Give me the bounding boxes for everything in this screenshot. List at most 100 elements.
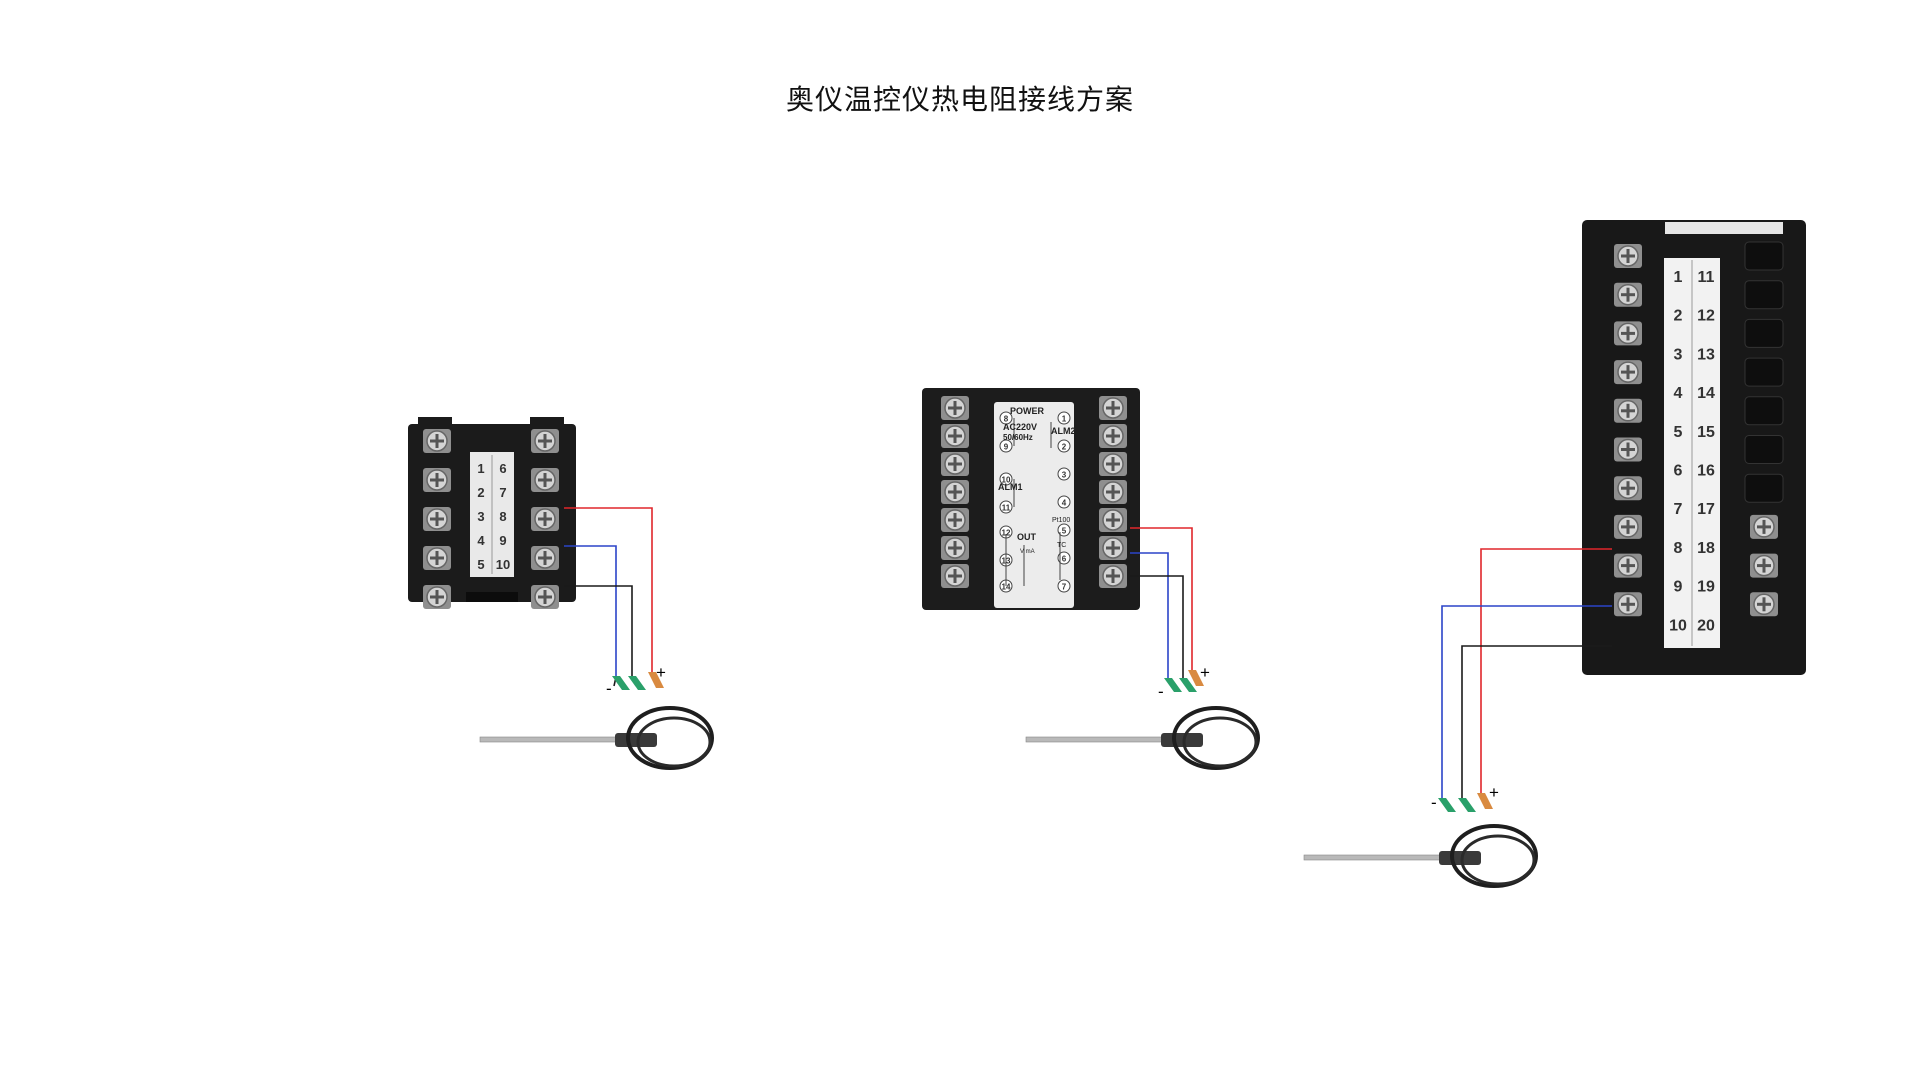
terminal-label: 15 (1697, 424, 1715, 441)
wire-black-c (1461, 645, 1612, 798)
out-sub-label: V mA (1020, 549, 1035, 555)
terminal-label: 12 (1002, 529, 1011, 538)
wire-black-a (564, 585, 633, 677)
schematic-node (1057, 551, 1071, 565)
terminal-screw (1749, 591, 1779, 618)
supply-label: AC220V (1003, 422, 1037, 432)
terminal-label: 12 (1697, 308, 1715, 325)
terminal-label: 11 (1698, 269, 1715, 286)
terminal-screw (940, 563, 970, 589)
schematic-node (1057, 411, 1071, 425)
schematic-node (999, 439, 1013, 453)
alm2-label: ALM2 (1051, 426, 1076, 436)
wire-red-b (1130, 527, 1193, 670)
terminal-screw (422, 467, 452, 493)
terminal-label: 7 (499, 485, 506, 500)
terminal-label: 3 (1674, 346, 1683, 363)
empty-terminal-slot (1744, 318, 1784, 348)
terminal-label: 19 (1697, 579, 1715, 596)
wire-blue-a (564, 545, 617, 677)
connectors (612, 670, 1493, 812)
terminal-label: 1 (1062, 415, 1067, 424)
terminal-screw (530, 467, 560, 493)
terminal-label: 5 (1062, 527, 1067, 536)
pt100-label: Pt100 (1052, 517, 1070, 524)
terminal-label: 10 (496, 557, 510, 572)
empty-terminal-slot (1744, 241, 1784, 271)
schematic-node (1057, 439, 1071, 453)
wire-red-c (1480, 548, 1612, 793)
terminal-label: 10 (1669, 617, 1687, 634)
terminal-screw (940, 507, 970, 533)
terminal-label: 8 (1004, 415, 1009, 424)
terminal-label: 13 (1697, 346, 1715, 363)
terminal-screw (422, 545, 452, 571)
empty-terminal-slot (1744, 396, 1784, 426)
terminal-label: 14 (1697, 385, 1715, 402)
terminal-screw (1749, 552, 1779, 579)
terminal-screw (940, 479, 970, 505)
terminal-screw (940, 535, 970, 561)
freq-label: 50/60Hz (1003, 433, 1033, 442)
terminal-label: 1 (477, 461, 484, 476)
rtd-probe-c (1302, 824, 1538, 888)
plus-label-a: + (656, 663, 666, 682)
terminal-screw (1613, 552, 1643, 579)
plus-label-b: + (1200, 663, 1210, 682)
terminal-screw (1098, 479, 1128, 505)
page-title: 奥仪温控仪热电阻接线方案 (785, 83, 1134, 116)
terminal-label: 2 (1674, 308, 1683, 325)
power-label: POWER (1010, 406, 1045, 416)
wire-red-a (564, 507, 653, 672)
wire-black-b (1130, 575, 1184, 678)
schematic-node (1057, 579, 1071, 593)
terminal-label: 9 (499, 533, 506, 548)
wiring-b (1130, 527, 1193, 678)
terminal-screw (1613, 436, 1643, 463)
empty-terminal-slot (1744, 435, 1784, 464)
terminal-label: 10 (1002, 476, 1011, 485)
terminal-screw (940, 451, 970, 477)
terminal-screw (1098, 395, 1128, 421)
terminal-label: 7 (1674, 501, 1683, 518)
tc-label: TC (1057, 542, 1066, 549)
terminal-screw (1098, 423, 1128, 449)
terminal-label: 4 (1674, 385, 1683, 402)
terminal-label: 17 (1697, 501, 1715, 518)
plus-label-c: + (1489, 783, 1499, 802)
terminal-label: 6 (1674, 463, 1683, 480)
schematic-node (999, 500, 1013, 514)
terminal-screw (1098, 451, 1128, 477)
empty-terminal-slot (1744, 280, 1784, 310)
terminal-label: 18 (1697, 540, 1715, 557)
schematic-node (1057, 467, 1071, 481)
terminal-screw (422, 506, 452, 532)
minus-label-b: - (1158, 682, 1164, 701)
terminal-screw (1098, 535, 1128, 561)
alm1-label: ALM1 (998, 482, 1023, 492)
controller-b-schematic (1005, 418, 1061, 586)
empty-terminal-slot (1744, 473, 1784, 503)
terminal-label: 6 (1062, 555, 1067, 564)
schematic-node (1057, 523, 1071, 537)
terminal-label: 5 (1674, 424, 1683, 441)
terminal-screw (1098, 507, 1128, 533)
terminal-screw (1613, 475, 1643, 501)
terminal-label: 7 (1062, 583, 1067, 592)
terminal-screw (1613, 514, 1643, 540)
minus-label-a: - (606, 679, 612, 698)
terminal-screw (530, 428, 560, 454)
wire-blue-b (1130, 552, 1169, 678)
terminal-label: 1 (1674, 269, 1683, 286)
terminal-label: 4 (1062, 499, 1067, 508)
wire-blue-c (1441, 605, 1612, 798)
terminal-screw (1098, 563, 1128, 589)
schematic-node (999, 472, 1013, 486)
terminal-label: 4 (477, 533, 485, 548)
terminal-screw (530, 545, 560, 571)
wiring-a (564, 507, 653, 687)
